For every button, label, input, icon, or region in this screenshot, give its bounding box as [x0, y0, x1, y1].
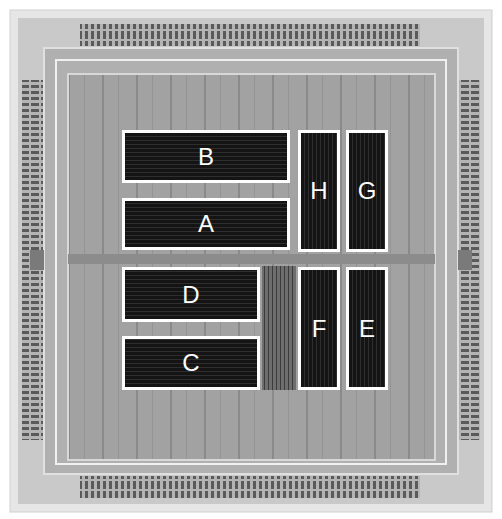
circuit-block: H [298, 130, 340, 252]
circuit-block: C [122, 336, 260, 390]
power-ring [56, 60, 446, 464]
corner-pad [458, 250, 472, 270]
block-label: D [182, 283, 199, 307]
routing-channel [262, 266, 296, 390]
block-label: E [359, 317, 375, 341]
circuit-block: E [346, 267, 388, 390]
block-label: B [198, 145, 214, 169]
circuit-block: D [122, 267, 260, 322]
right-pads [458, 80, 480, 440]
circuit-block: A [122, 198, 290, 250]
block-label: H [310, 179, 327, 203]
block-label: F [312, 317, 327, 341]
power-strap [68, 254, 435, 264]
corner-pad [30, 250, 44, 270]
die-edge [10, 10, 492, 512]
block-label: A [198, 212, 214, 236]
io-ring [44, 48, 458, 474]
pad-ring [18, 18, 484, 504]
circuit-block: G [346, 130, 388, 252]
block-label: C [182, 351, 199, 375]
bottom-pads [80, 476, 420, 498]
block-label: G [358, 179, 377, 203]
core-area [68, 74, 435, 460]
circuit-block: B [122, 130, 290, 183]
top-pads [80, 24, 420, 46]
left-pads [22, 80, 44, 440]
circuit-block: F [298, 267, 340, 390]
